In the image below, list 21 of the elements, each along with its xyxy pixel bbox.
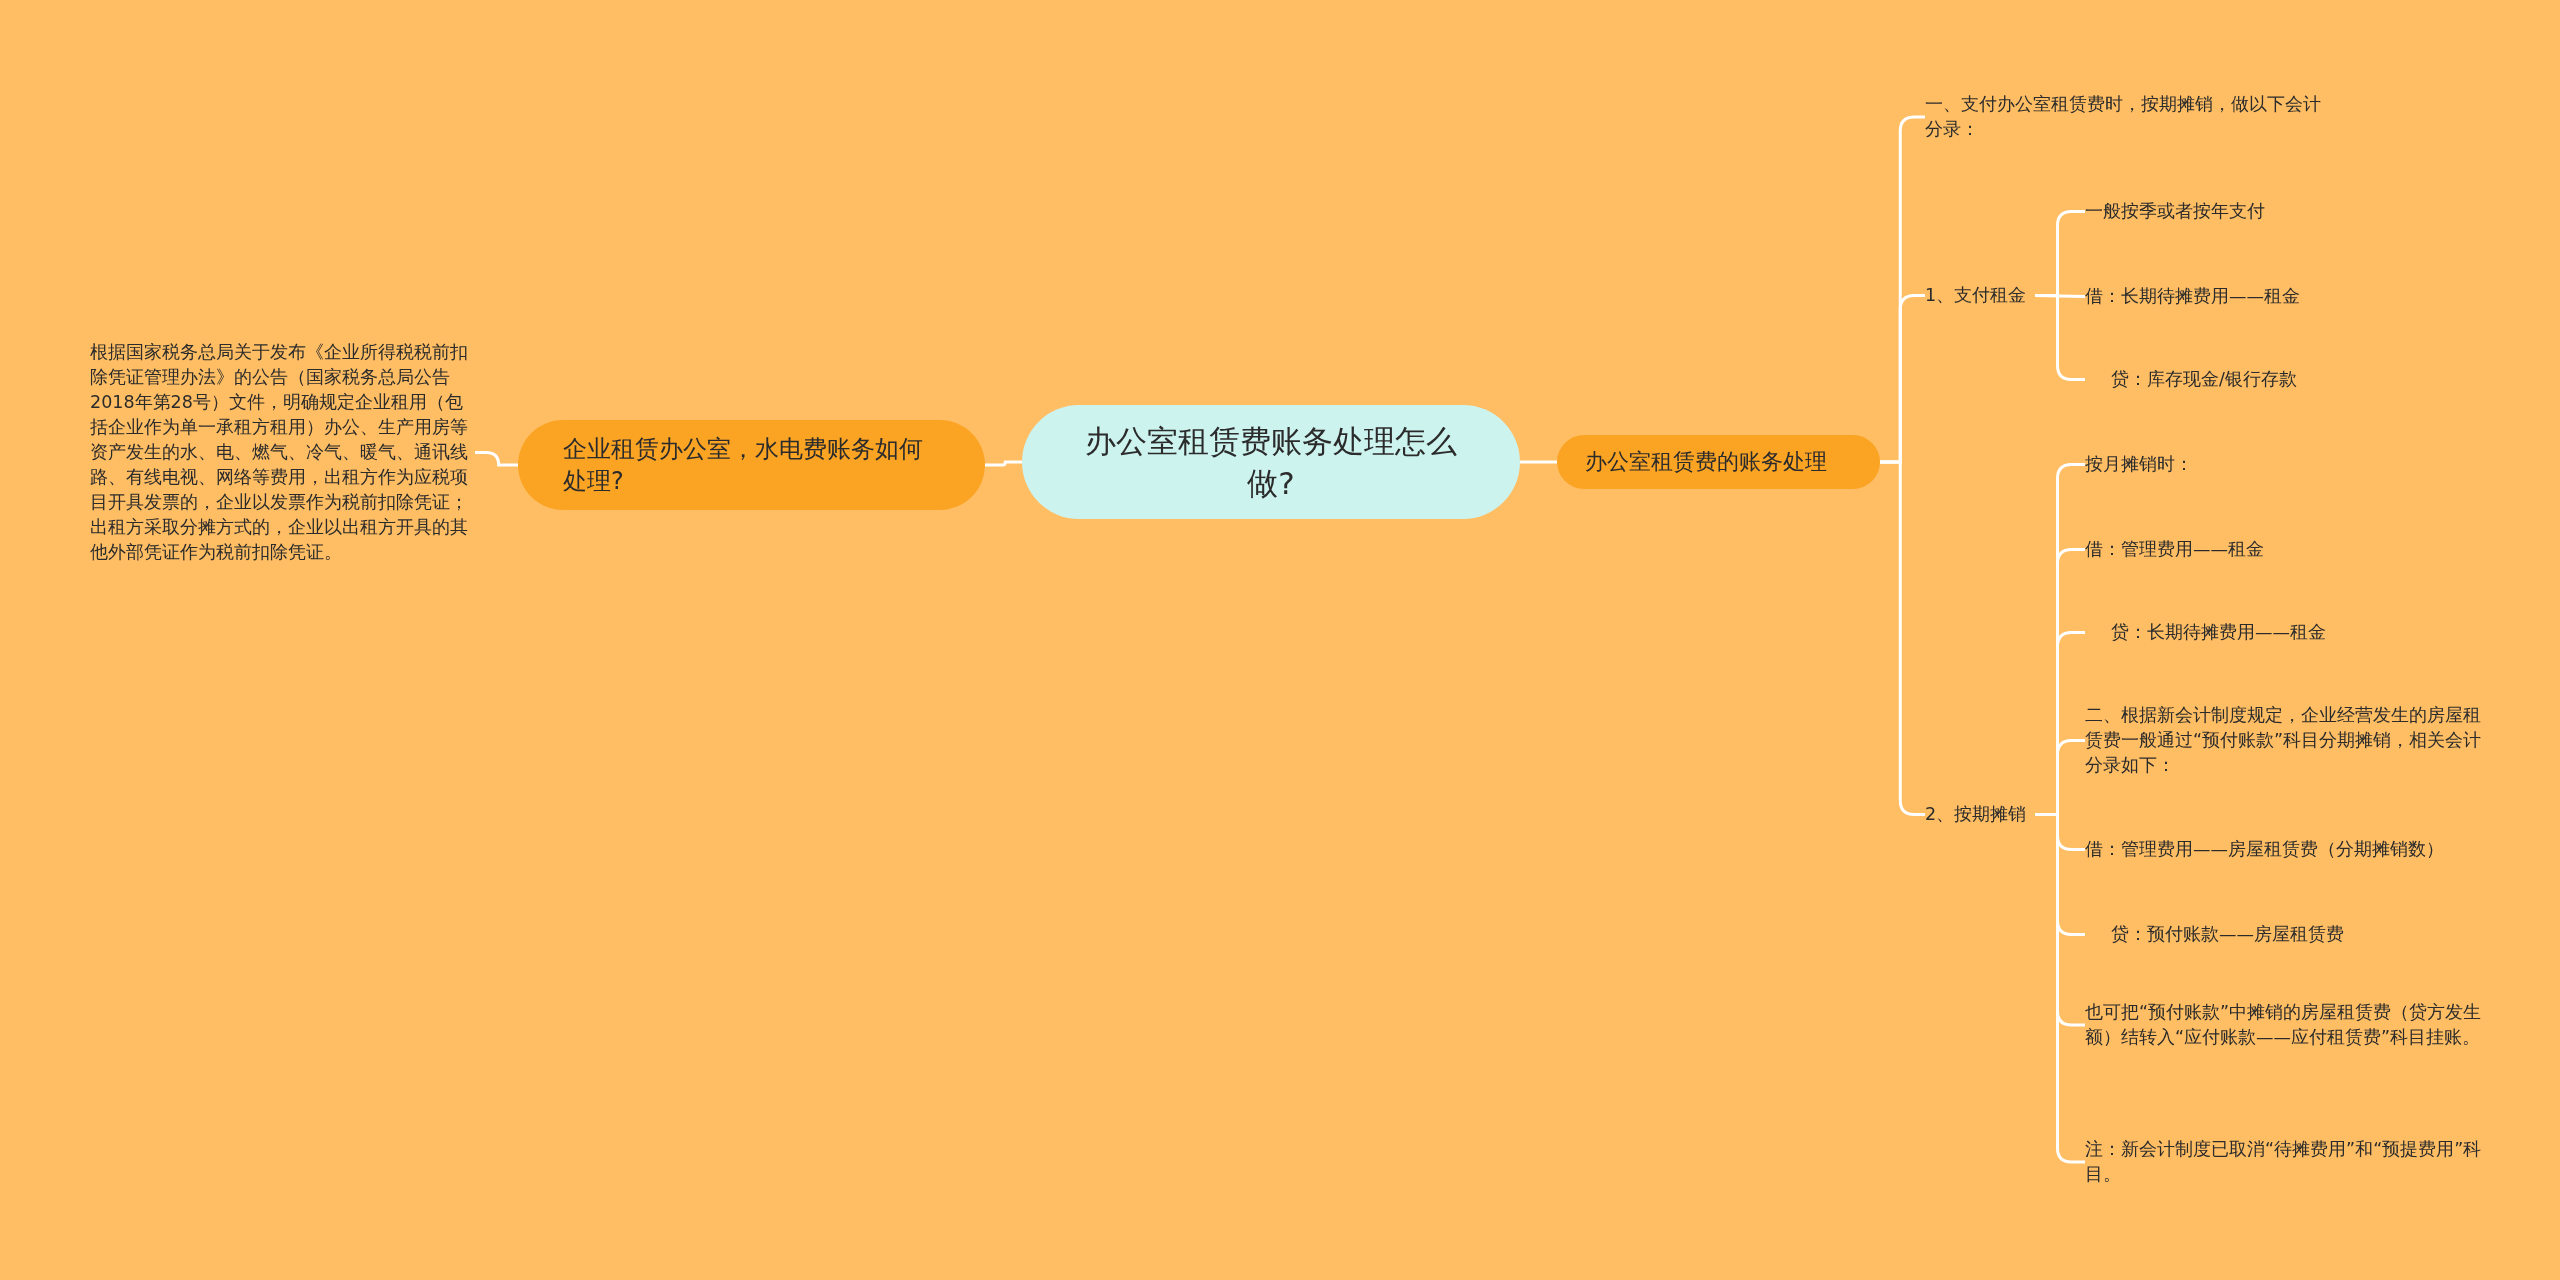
branch-text: 2、按期摊销: [1925, 802, 2035, 827]
note-text: 贷：库存现金/银行存款: [2085, 367, 2385, 392]
note-text: 借：管理费用——房屋租赁费（分期摊销数）: [2085, 837, 2485, 862]
connector-line: [475, 451, 518, 467]
note-text: 也可把“预付账款”中摊销的房屋租赁费（贷方发生额）结转入“应付账款——应付租赁费”科目挂账。: [2085, 1000, 2485, 1050]
central-topic: 办公室租赁费账务处理怎么做?: [1022, 405, 1520, 519]
note-text: 借：长期待摊费用——租金: [2085, 284, 2385, 309]
connector-line: [985, 460, 1022, 467]
note-text: 注：新会计制度已取消“待摊费用”和“预提费用”科目。: [2085, 1137, 2485, 1187]
branch-text: 一、支付办公室租赁费时，按期摊销，做以下会计分录：: [1925, 92, 2325, 142]
branch-text: 1、支付租金: [1925, 283, 2035, 308]
topic-box: 办公室租赁费的账务处理: [1557, 435, 1880, 489]
note-text: 贷：预付账款——房屋租赁费: [2085, 922, 2415, 947]
note-text: 借：管理费用——租金: [2085, 537, 2385, 562]
connector-line: [1520, 460, 1557, 464]
note-text: 二、根据新会计制度规定，企业经营发生的房屋租赁费一般通过“预付账款”科目分期摊销，相关会计分录如下：: [2085, 703, 2485, 778]
note-text: 按月摊销时：: [2085, 452, 2385, 477]
note-text: 贷：长期待摊费用——租金: [2085, 620, 2415, 645]
note-text: 一般按季或者按年支付: [2085, 199, 2385, 224]
note-text: 根据国家税务总局关于发布《企业所得税税前扣除凭证管理办法》的公告（国家税务总局公告2018年第28号）文件，明确规定企业租用（包括企业作为单一承租方租用）办公、生产用房等资产发生的水、电、燃气、冷气、暖气、通讯线路、有线电视、网络等费用，出租方作为应税项目开具发票的，企业以发票作为税前扣除凭证；出租方采取分摊方式的，企业以出租方开具的其他外部凭证作为税前扣除凭证。: [90, 340, 475, 565]
topic-box: 企业租赁办公室，水电费账务如何处理?: [518, 420, 985, 510]
